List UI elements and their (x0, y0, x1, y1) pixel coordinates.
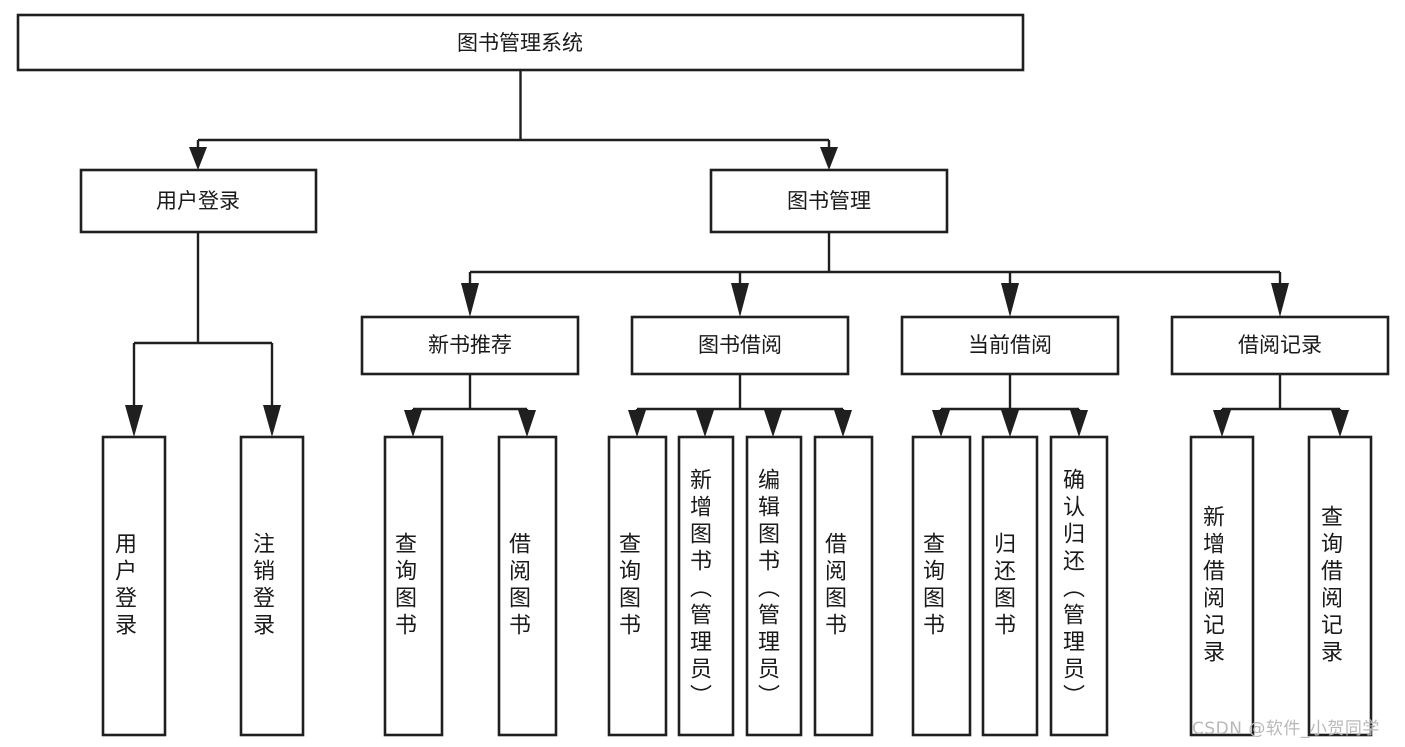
arrow-to-leaf-return-book (1001, 410, 1019, 437)
leaf-query-book-2-box[interactable] (607, 435, 668, 737)
node-current-borrow-label: 当前借阅 (968, 333, 1052, 357)
node-current-borrow[interactable]: 当前借阅 (900, 315, 1120, 376)
node-user-login[interactable]: 用户登录 (79, 168, 318, 234)
arrow-to-new-book-recommend (461, 283, 479, 317)
node-borrow-record[interactable]: 借阅记录 (1170, 315, 1390, 376)
leaf-logout-login-box[interactable] (239, 435, 305, 737)
arrow-to-book-manage (820, 147, 838, 170)
node-current-borrow-box[interactable] (900, 315, 1120, 376)
leaf-return-book-box[interactable] (981, 435, 1039, 737)
leaf-borrow-book-1-box[interactable] (497, 435, 558, 737)
arrow-to-user-login (189, 147, 207, 170)
arrow-to-current-borrow (1001, 283, 1019, 317)
connector-group-new-book-recommend (404, 374, 536, 437)
arrow-to-leaf-user-login (125, 405, 143, 437)
node-root[interactable]: 图书管理系统 (16, 13, 1025, 72)
node-book-manage-box[interactable] (709, 168, 949, 234)
arrow-to-leaf-query-book-1 (404, 410, 422, 437)
node-new-book-recommend[interactable]: 新书推荐 (360, 315, 580, 376)
arrow-to-leaf-query-borrow-record (1331, 410, 1349, 437)
connector-group-book-borrow (628, 374, 852, 437)
node-user-login-box[interactable] (79, 168, 318, 234)
leaf-add-book-admin-box[interactable] (677, 435, 735, 737)
connector-group-current-borrow (932, 374, 1088, 437)
arrow-to-book-borrow (731, 283, 749, 317)
leaf-edit-book-admin-box[interactable] (745, 435, 803, 737)
node-book-borrow[interactable]: 图书借阅 (630, 315, 850, 376)
leaf-add-borrow-record-box[interactable] (1189, 435, 1255, 737)
node-new-book-recommend-label: 新书推荐 (428, 333, 512, 357)
leaf-query-book-3-box[interactable] (911, 435, 972, 737)
arrow-to-leaf-logout-login (263, 405, 281, 437)
arrow-to-leaf-borrow-book-2 (834, 410, 852, 437)
leaf-boxes (101, 435, 1373, 737)
leaf-query-borrow-record-box[interactable] (1307, 435, 1373, 737)
node-new-book-recommend-box[interactable] (360, 315, 580, 376)
node-book-borrow-box[interactable] (630, 315, 850, 376)
connector-group-root (189, 70, 838, 170)
connector-group-book-manage (461, 232, 1289, 317)
node-root-box[interactable] (16, 13, 1025, 72)
node-root-label: 图书管理系统 (457, 31, 583, 55)
csdn-watermark: CSDN @软件_小贺同学 (1192, 719, 1380, 739)
arrow-to-leaf-query-book-3 (932, 410, 950, 437)
connector-group-user-login (125, 232, 281, 437)
node-book-borrow-label: 图书借阅 (698, 333, 782, 357)
arrow-to-leaf-add-borrow-record (1213, 410, 1231, 437)
arrow-to-leaf-borrow-book-1 (518, 410, 536, 437)
node-book-manage[interactable]: 图书管理 (709, 168, 949, 234)
arrow-to-borrow-record (1271, 283, 1289, 317)
leaf-borrow-book-2-box[interactable] (813, 435, 874, 737)
arrow-to-leaf-edit-book-admin (764, 410, 782, 437)
leaf-user-login-box[interactable] (101, 435, 167, 737)
leaf-query-book-1-box[interactable] (383, 435, 444, 737)
arrow-to-leaf-confirm-return-admin (1070, 410, 1088, 437)
node-borrow-record-box[interactable] (1170, 315, 1390, 376)
arrow-to-leaf-add-book-admin (696, 410, 714, 437)
connector-group-borrow-record (1213, 374, 1349, 437)
node-user-login-label: 用户登录 (156, 189, 240, 213)
node-borrow-record-label: 借阅记录 (1238, 333, 1322, 357)
arrow-to-leaf-query-book-2 (628, 410, 646, 437)
node-book-manage-label: 图书管理 (787, 189, 871, 213)
leaf-confirm-return-admin-box[interactable] (1049, 435, 1109, 737)
